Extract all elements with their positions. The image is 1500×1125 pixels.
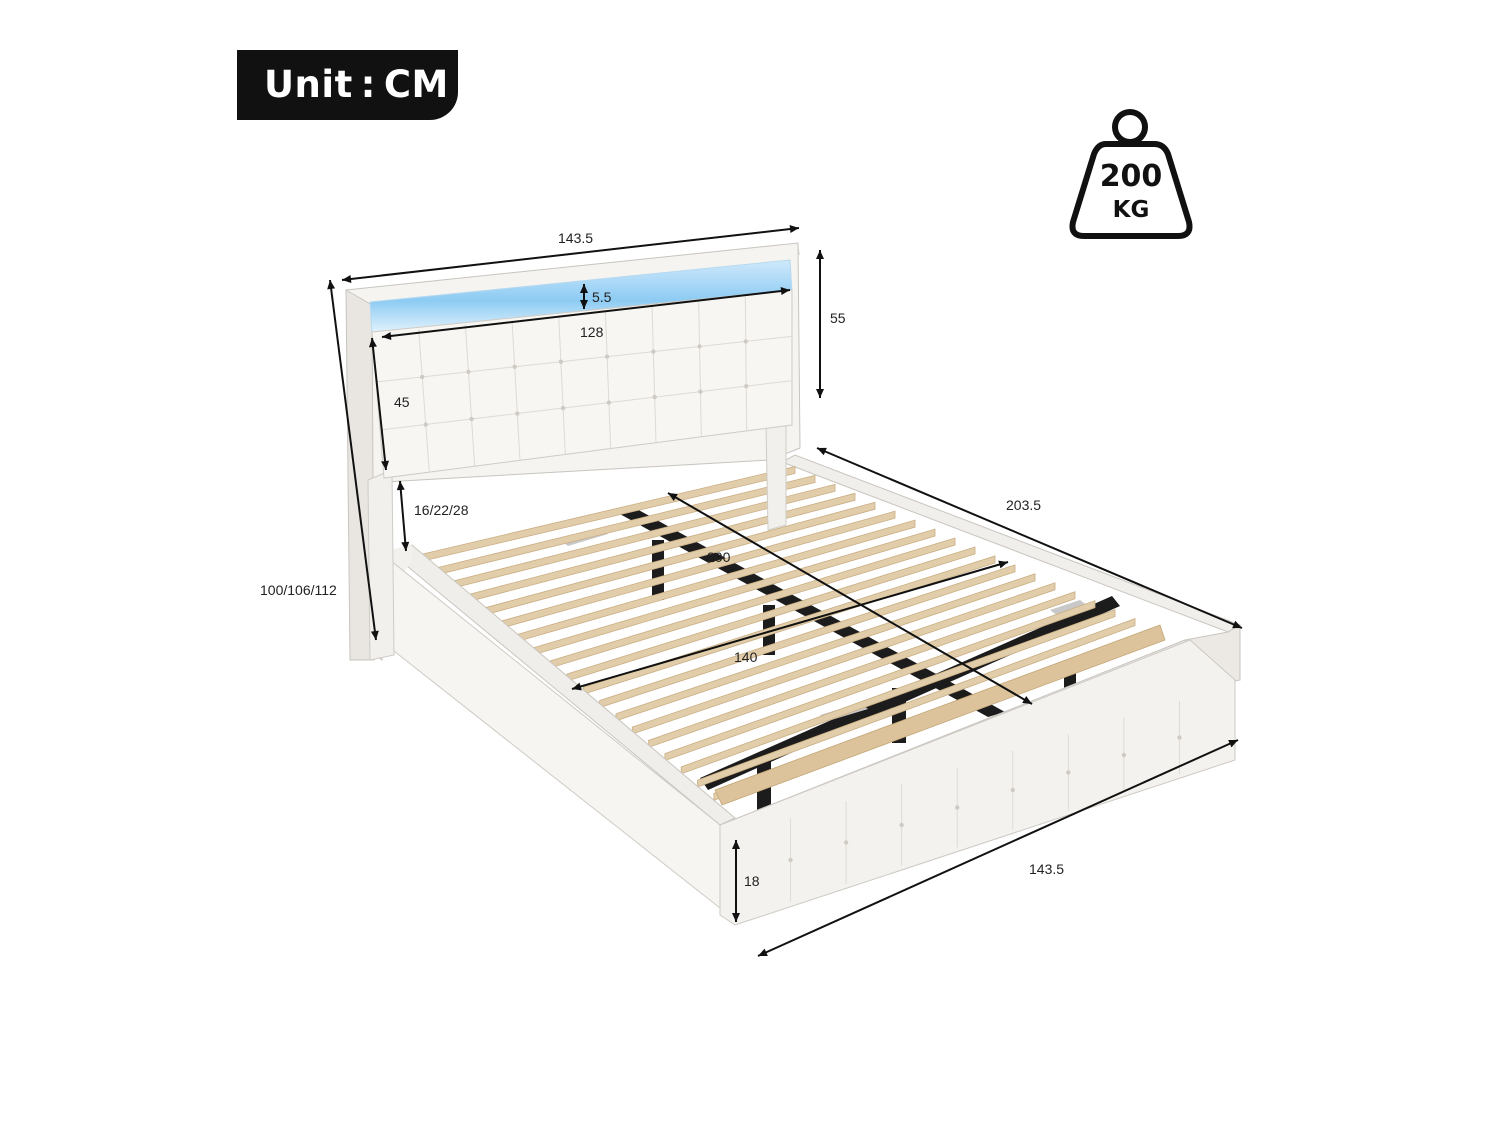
tuft-button xyxy=(955,805,960,810)
tuft-button xyxy=(466,369,471,375)
tuft-seam xyxy=(464,324,476,467)
tuft-button xyxy=(744,383,749,389)
tuft-button xyxy=(652,394,657,400)
weight-value: 200 xyxy=(1099,159,1163,194)
tuft-seam xyxy=(651,305,657,443)
tuft-seam xyxy=(744,296,748,431)
tuft-button xyxy=(651,349,656,354)
tuft-button xyxy=(515,411,520,416)
weight-unit: KG xyxy=(1112,197,1150,223)
mattress-length-arrow xyxy=(667,492,1033,705)
tuft-button xyxy=(469,416,474,422)
tuft-button xyxy=(743,339,748,344)
clearance-height-label: 16/22/28 xyxy=(414,502,469,518)
panel-height-arrow xyxy=(368,337,390,471)
mattress-width-label: 140 xyxy=(734,649,758,665)
tuft-button xyxy=(899,822,904,828)
tuft-seam xyxy=(418,329,430,473)
tuft-button xyxy=(1177,735,1182,740)
tuft-button xyxy=(512,364,517,369)
slat xyxy=(680,609,1116,775)
led-strip-width-label: 128 xyxy=(580,324,604,340)
tuft-button xyxy=(560,405,566,411)
tuft-seam xyxy=(379,380,793,431)
bed-length-arrow xyxy=(816,447,1243,629)
side-rail-height-label: 18 xyxy=(744,873,760,889)
tuft-button xyxy=(423,422,428,427)
mattress-length-label: 200 xyxy=(707,549,731,565)
unit-badge: Unit : CM xyxy=(237,50,458,120)
led-width-arrow xyxy=(381,287,791,340)
headboard xyxy=(345,242,801,661)
side-rail-height-arrow xyxy=(732,840,740,922)
tuft-seam xyxy=(375,335,793,383)
tuft-button xyxy=(420,374,425,380)
frame-width-arrow xyxy=(757,739,1239,957)
clearance-height-arrow xyxy=(396,480,410,552)
left-side-rail xyxy=(379,544,736,910)
slat xyxy=(714,624,1166,806)
tuft-seam xyxy=(604,310,612,449)
headboard-height-label: 55 xyxy=(830,310,846,326)
slat xyxy=(697,618,1136,788)
headboard-tufting xyxy=(375,296,793,473)
bed-length-label: 203.5 xyxy=(1006,497,1042,513)
headboard-width-label: 143.5 xyxy=(558,230,594,246)
total-height-arrow xyxy=(327,279,379,641)
tuft-button xyxy=(697,344,702,349)
foot-board-tufting xyxy=(788,700,1182,902)
tuft-button xyxy=(1121,752,1127,758)
weight-icon xyxy=(1069,109,1193,239)
tuft-seam xyxy=(698,301,702,437)
tuft-button xyxy=(698,389,703,394)
led-height-arrow xyxy=(580,284,588,309)
total-height-label: 100/106/112 xyxy=(260,582,337,598)
headboard-height-arrow xyxy=(816,250,824,398)
mattress-width-arrow xyxy=(571,560,1009,691)
tuft-button xyxy=(606,400,612,405)
tuft-button xyxy=(604,354,610,359)
tuft-button xyxy=(558,359,564,364)
tuft-seam xyxy=(511,319,521,461)
headboard-width-arrow xyxy=(341,225,800,283)
frame-width-label: 143.5 xyxy=(1029,861,1065,877)
tuft-button xyxy=(788,857,793,863)
tuft-button xyxy=(1066,770,1071,775)
led-strip-height-label: 5.5 xyxy=(592,289,612,305)
tuft-seam xyxy=(558,315,566,455)
tuft-button xyxy=(1010,787,1015,793)
slat-group xyxy=(419,465,1166,806)
panel-height-label: 45 xyxy=(394,394,410,410)
tuft-button xyxy=(843,840,849,845)
dimension-lines xyxy=(327,225,1243,957)
